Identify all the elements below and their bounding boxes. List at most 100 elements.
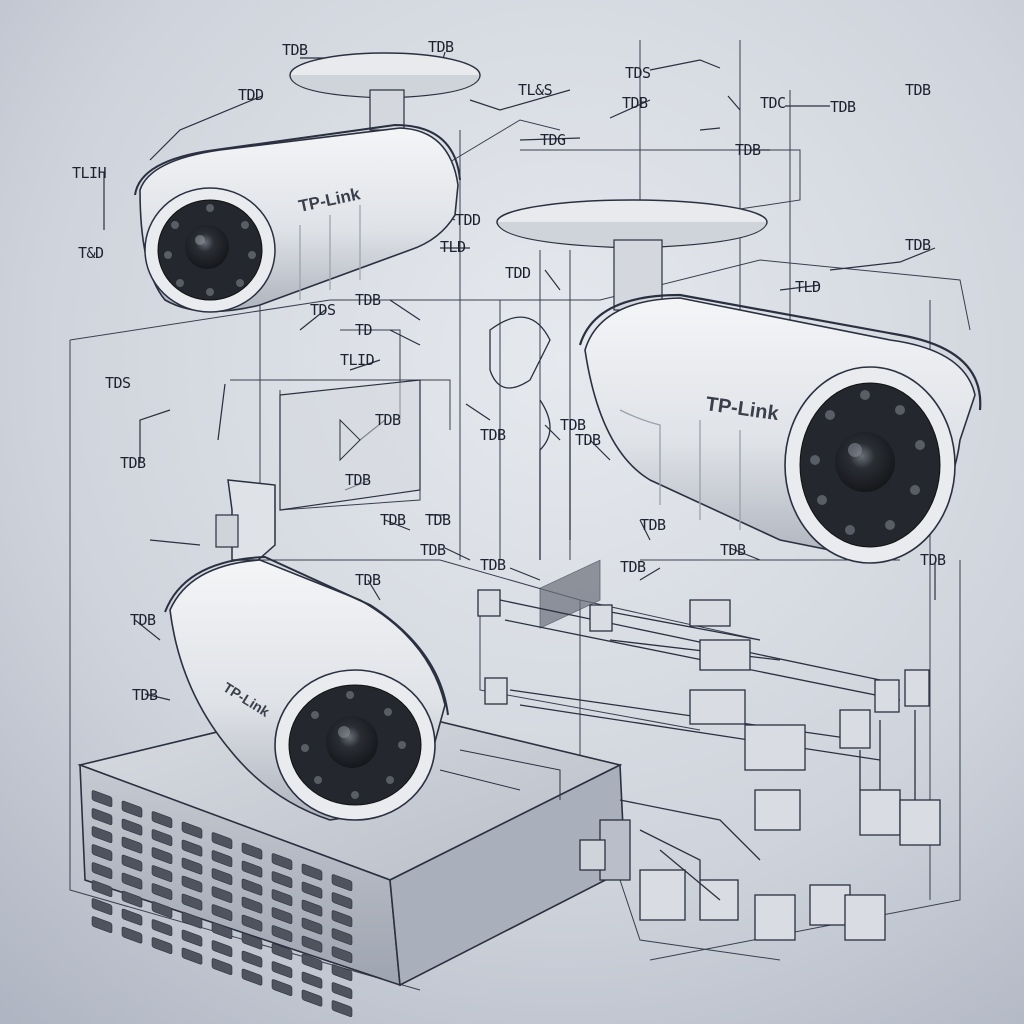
vent-slot xyxy=(331,892,353,909)
vent-slot xyxy=(91,826,113,843)
vent-slot xyxy=(151,847,173,864)
vent-slot xyxy=(211,904,233,921)
callout-label: TDS xyxy=(310,301,336,319)
callout-label: TDD xyxy=(505,264,531,282)
vent-slot xyxy=(241,932,263,950)
callout-label: TL&S xyxy=(518,81,553,99)
vent-slot xyxy=(121,926,143,944)
callout-label: TDB xyxy=(720,541,746,559)
callout-label: TLD xyxy=(440,238,466,256)
vent-slot xyxy=(121,872,143,890)
vent-slot xyxy=(271,925,293,942)
vent-slot xyxy=(241,896,263,914)
callout-label: TDB xyxy=(355,571,381,589)
callout-label: TDG xyxy=(540,131,566,149)
callout-label: TDB xyxy=(830,98,856,116)
callout-label: TDB xyxy=(575,431,601,449)
vent-slot xyxy=(271,979,293,996)
vent-slot xyxy=(241,914,263,932)
vent-slot xyxy=(331,928,353,945)
vent-slot xyxy=(331,910,353,927)
vent-slot xyxy=(181,929,203,947)
callout-label: TDB xyxy=(920,551,946,569)
vent-slot xyxy=(241,860,263,878)
vent-slot xyxy=(271,943,293,960)
vent-slot xyxy=(151,865,173,882)
vent-slot xyxy=(151,901,173,918)
panel-sketch xyxy=(279,379,421,511)
vent-slot xyxy=(211,940,233,957)
callout-label: TDS xyxy=(625,64,651,82)
vent-slot xyxy=(301,863,323,881)
vent-grille xyxy=(91,790,353,1017)
callout-label: TDC xyxy=(760,94,786,112)
callout-label: TDS xyxy=(105,374,131,392)
vent-slot xyxy=(271,907,293,924)
vent-slot xyxy=(301,881,323,899)
callout-label: TDB xyxy=(375,411,401,429)
vent-slot xyxy=(121,836,143,854)
callout-label: TDB xyxy=(130,611,156,629)
callout-label: TDB xyxy=(480,556,506,574)
vent-slot xyxy=(211,958,233,975)
vent-slot xyxy=(181,857,203,875)
vent-slot xyxy=(181,839,203,857)
camera-bottom: TP-Link xyxy=(164,479,449,821)
vent-slot xyxy=(211,850,233,867)
vent-slot xyxy=(211,922,233,939)
mount-arm xyxy=(369,89,405,131)
vent-slot xyxy=(121,890,143,908)
callout-label: TDB xyxy=(425,511,451,529)
vent-slot xyxy=(151,811,173,828)
vent-slot xyxy=(151,829,173,846)
vent-slot xyxy=(151,883,173,900)
vent-slot xyxy=(271,889,293,906)
camera-right: TP-Link xyxy=(496,199,982,564)
callout-label: TDB xyxy=(480,426,506,444)
vent-slot xyxy=(91,880,113,897)
vent-slot xyxy=(151,937,173,954)
vent-slot xyxy=(181,875,203,893)
callout-label: TDB xyxy=(380,511,406,529)
vent-slot xyxy=(271,871,293,888)
vent-slot xyxy=(91,808,113,825)
lens xyxy=(326,716,378,768)
vent-slot xyxy=(241,968,263,986)
vent-slot xyxy=(181,821,203,839)
cable-assembly xyxy=(477,316,941,941)
vent-slot xyxy=(241,950,263,968)
vent-slot xyxy=(301,989,323,1007)
camera-top-left: TP-Link xyxy=(134,52,481,313)
callout-label: TDB xyxy=(282,41,308,59)
vent-slot xyxy=(301,953,323,971)
callout-label: TD xyxy=(355,321,373,339)
callout-label: TLD xyxy=(795,278,821,296)
callout-label: TDB xyxy=(132,686,158,704)
callout-label: TDD xyxy=(455,211,481,229)
callout-label: TDB xyxy=(905,236,931,254)
callout-label: TDB xyxy=(355,291,381,309)
vent-slot xyxy=(331,964,353,981)
vent-slot xyxy=(331,874,353,891)
vent-slot xyxy=(121,854,143,872)
vent-slot xyxy=(181,893,203,911)
vent-slot xyxy=(91,790,113,807)
callout-label: TDB xyxy=(428,38,454,56)
vent-slot xyxy=(331,982,353,999)
callout-label: TDB xyxy=(345,471,371,489)
lens xyxy=(185,225,229,269)
vent-slot xyxy=(151,919,173,936)
callout-label: TDB xyxy=(120,454,146,472)
vent-slot xyxy=(331,946,353,963)
vent-slot xyxy=(211,886,233,903)
vent-slot xyxy=(301,917,323,935)
vent-slot xyxy=(121,818,143,836)
vent-slot xyxy=(211,868,233,885)
vent-slot xyxy=(121,908,143,926)
callout-label: TDB xyxy=(560,416,586,434)
vent-slot xyxy=(301,971,323,989)
callout-label: T&D xyxy=(78,244,104,262)
vent-slot xyxy=(91,898,113,915)
vent-slot xyxy=(181,947,203,965)
